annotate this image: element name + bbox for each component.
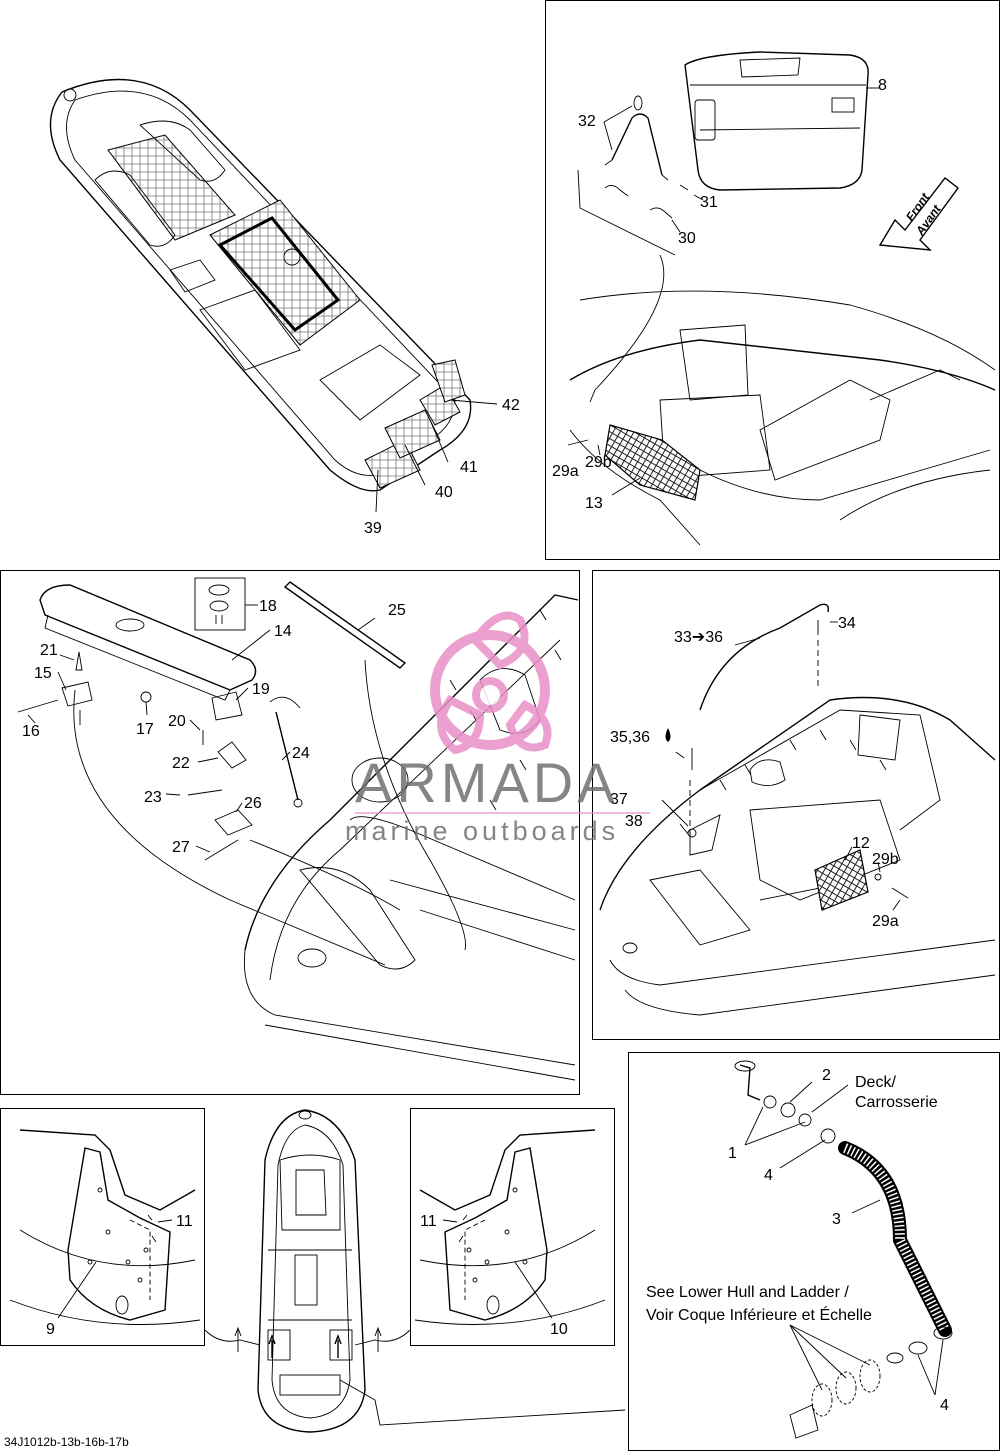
callout-21: 21 — [40, 642, 58, 659]
callout-1: 1 — [728, 1145, 737, 1162]
callout-10: 10 — [550, 1321, 568, 1338]
rear-storage-strap-and-net — [661, 603, 909, 911]
callout-14: 14 — [274, 623, 292, 640]
callout-25: 25 — [388, 602, 406, 619]
seat-cushion — [39, 584, 257, 701]
diagram-code: 34J1012b-13b-16b-17b — [4, 1435, 129, 1449]
callout-39: 39 — [364, 520, 382, 537]
front-deck-storage — [569, 254, 996, 546]
cooler-box — [684, 51, 880, 191]
callout-24: 24 — [292, 745, 310, 762]
hull-note-line1: See Lower Hull and Ladder / — [646, 1284, 849, 1301]
hull-note-line2: Voir Coque Inférieure et Échelle — [646, 1305, 872, 1324]
watermark-title: ARMADA — [355, 751, 619, 814]
drain-hose-panel — [628, 1052, 1000, 1451]
callout-16: 16 — [22, 723, 40, 740]
callout-11-left: 11 — [176, 1213, 193, 1230]
callout-15: 15 — [34, 665, 52, 682]
seat-grommet-kit — [194, 577, 258, 631]
callout-29b-top: 29b — [585, 454, 612, 471]
watermark-subtitle: marine outboards — [345, 816, 619, 846]
seat-rail — [283, 581, 407, 669]
boat-overview-bottom — [204, 1109, 626, 1433]
callout-32: 32 — [578, 113, 596, 130]
callout-2: 2 — [822, 1067, 831, 1084]
callout-29b-rear: 29b — [872, 851, 899, 868]
armada-logo-icon — [430, 611, 552, 755]
seat-hardware — [17, 651, 303, 861]
callout-22: 22 — [172, 755, 190, 772]
right-side-panel-detail — [410, 1108, 615, 1346]
left-side-panel-drawing — [9, 1129, 201, 1325]
seat-assembly-panel — [0, 570, 580, 1095]
rear-storage-panel — [592, 570, 1000, 1040]
callout-4-bottom: 4 — [940, 1397, 949, 1414]
rear-deck-storage — [599, 696, 996, 1016]
callout-19: 19 — [252, 681, 270, 698]
front-direction-arrow: Front Avant — [878, 177, 959, 251]
callout-42: 42 — [502, 397, 520, 414]
sealant-drop-icon — [665, 728, 671, 742]
callout-27: 27 — [172, 839, 190, 856]
callout-34: 34 — [838, 615, 856, 632]
mat-callout-leaders — [375, 399, 498, 513]
callout-30: 30 — [678, 230, 696, 247]
callout-12: 12 — [852, 835, 870, 852]
cooler-strap-hardware — [577, 95, 704, 256]
callout-4-top: 4 — [764, 1167, 773, 1184]
boat-top-view — [49, 78, 472, 492]
callout-37: 37 — [610, 791, 628, 808]
callout-9: 9 — [46, 1321, 55, 1338]
callout-23: 23 — [144, 789, 162, 806]
left-side-panel-detail — [0, 1108, 205, 1346]
callout-13: 13 — [585, 495, 603, 512]
callout-8: 8 — [878, 77, 887, 94]
right-side-panel-drawing — [414, 1129, 606, 1325]
callout-29a-rear: 29a — [872, 913, 899, 930]
callout-26: 26 — [244, 795, 262, 812]
callout-35-36: 35,36 — [610, 729, 650, 746]
deck-note-line2: Carrosserie — [855, 1094, 938, 1111]
callout-17: 17 — [136, 721, 154, 738]
callout-29a-top: 29a — [552, 463, 579, 480]
callout-18: 18 — [259, 598, 277, 615]
callout-38: 38 — [625, 813, 643, 830]
callout-31: 31 — [700, 194, 718, 211]
callout-3: 3 — [832, 1211, 841, 1228]
callout-20: 20 — [168, 713, 186, 730]
callout-41: 41 — [460, 459, 478, 476]
callout-33-36: 33➔36 — [674, 629, 723, 646]
callout-40: 40 — [435, 484, 453, 501]
drain-hose-assembly — [734, 1060, 953, 1439]
armada-watermark: ARMADA marine outboards — [345, 611, 650, 846]
storage-net-13 — [567, 424, 701, 501]
callout-11-right: 11 — [420, 1213, 437, 1230]
deck-note-line1: Deck/ — [855, 1074, 896, 1091]
